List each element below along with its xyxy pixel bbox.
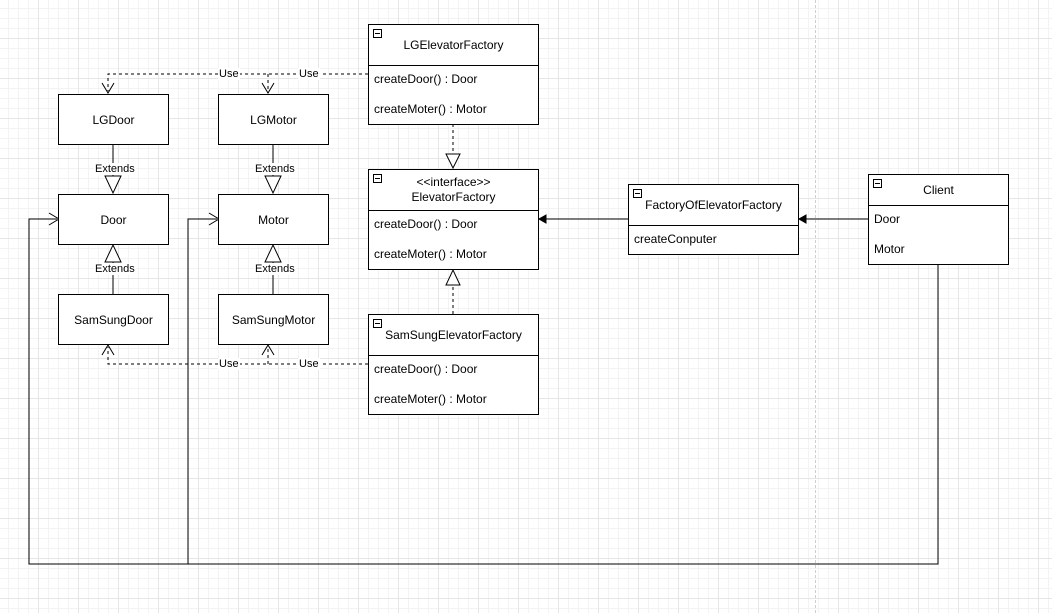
assoc-edge-client-motor [187, 218, 217, 564]
class-lgmotor[interactable]: LGMotor [218, 94, 329, 145]
interface-elevator-factory-name: ElevatorFactory [411, 190, 496, 204]
class-door-name: Door [100, 212, 127, 227]
class-lg-elevator-factory-name: LGElevatorFactory [403, 37, 504, 52]
class-lg-elevator-factory-header: LGElevatorFactory [369, 25, 538, 66]
implements-triangle-lg-factory [445, 153, 461, 170]
use-arrowhead-samsungmotor [261, 344, 275, 356]
class-samsungdoor[interactable]: SamSungDoor [58, 294, 169, 345]
interface-elevator-factory-header: <<interface>> ElevatorFactory [369, 170, 538, 211]
collapse-icon[interactable] [373, 319, 382, 328]
page-break-line [815, 0, 816, 613]
use-arrowhead-lgmotor [261, 82, 275, 94]
class-factory-of-elevator-factory-name: FactoryOfElevatorFactory [645, 197, 782, 212]
assoc-arrowhead-fof [797, 214, 807, 224]
method-create-door: createDoor() : Door [374, 217, 478, 231]
class-samsungmotor-name: SamSungMotor [231, 312, 316, 327]
class-lgmotor-name: LGMotor [250, 112, 297, 127]
interface-stereotype: <<interface>> [416, 175, 491, 189]
use-arrowhead-samsungdoor [101, 344, 115, 356]
use-edge-lg-factory-lgdoor [107, 73, 368, 91]
use-label-samsungdoor: Use [218, 358, 240, 370]
collapse-icon[interactable] [633, 189, 642, 198]
class-motor[interactable]: Motor [218, 194, 329, 245]
interface-elevator-factory[interactable]: <<interface>> ElevatorFactory createDoor… [368, 169, 539, 270]
extends-triangle-lgmotor-motor [264, 175, 282, 195]
use-label-samsungmotor: Use [298, 358, 320, 370]
extends-triangle-samsungmotor-motor [264, 243, 282, 263]
extends-label-lgmotor: Extends [254, 163, 296, 175]
use-label-lgdoor: Use [218, 68, 240, 80]
collapse-icon[interactable] [373, 174, 382, 183]
extends-triangle-samsungdoor-door [104, 243, 122, 263]
method-create-door: createDoor() : Door [374, 362, 478, 376]
class-door[interactable]: Door [58, 194, 169, 245]
assoc-arrowhead-elevatorfactory [537, 214, 547, 224]
assoc-edge-client-door [28, 218, 939, 565]
extends-label-samsungdoor: Extends [94, 263, 136, 275]
class-samsung-elevator-factory[interactable]: SamSungElevatorFactory createDoor() : Do… [368, 314, 539, 415]
class-factory-of-elevator-factory-header: FactoryOfElevatorFactory [629, 185, 798, 226]
class-lgdoor[interactable]: LGDoor [58, 94, 169, 145]
class-samsungdoor-name: SamSungDoor [74, 312, 153, 327]
extends-triangle-lgdoor-door [104, 175, 122, 195]
method-create-moter: createMoter() : Motor [374, 247, 487, 261]
class-samsung-elevator-factory-name: SamSungElevatorFactory [385, 327, 522, 342]
class-samsungmotor[interactable]: SamSungMotor [218, 294, 329, 345]
collapse-icon[interactable] [873, 179, 882, 188]
class-motor-name: Motor [258, 212, 289, 227]
class-client-name: Client [923, 182, 954, 197]
extends-label-samsungmotor: Extends [254, 263, 296, 275]
field-door: Door [874, 212, 901, 226]
use-label-lgmotor: Use [298, 68, 320, 80]
class-client[interactable]: Client Door Motor [868, 174, 1009, 265]
implements-triangle-samsung-factory [445, 268, 461, 286]
method-create-moter: createMoter() : Motor [374, 392, 487, 406]
use-edge-samsung-factory-samsungdoor [107, 347, 368, 365]
use-arrowhead-lgdoor [101, 82, 115, 94]
field-motor: Motor [874, 242, 905, 256]
method-create-conputer: createConputer [634, 232, 717, 246]
class-lgdoor-name: LGDoor [92, 112, 135, 127]
collapse-icon[interactable] [373, 29, 382, 38]
extends-label-lgdoor: Extends [94, 163, 136, 175]
method-create-door: createDoor() : Door [374, 72, 478, 86]
class-samsung-elevator-factory-header: SamSungElevatorFactory [369, 315, 538, 356]
class-factory-of-elevator-factory[interactable]: FactoryOfElevatorFactory createConputer [628, 184, 799, 255]
class-lg-elevator-factory[interactable]: LGElevatorFactory createDoor() : Door cr… [368, 24, 539, 125]
class-client-header: Client [869, 175, 1008, 206]
method-create-moter: createMoter() : Motor [374, 102, 487, 116]
